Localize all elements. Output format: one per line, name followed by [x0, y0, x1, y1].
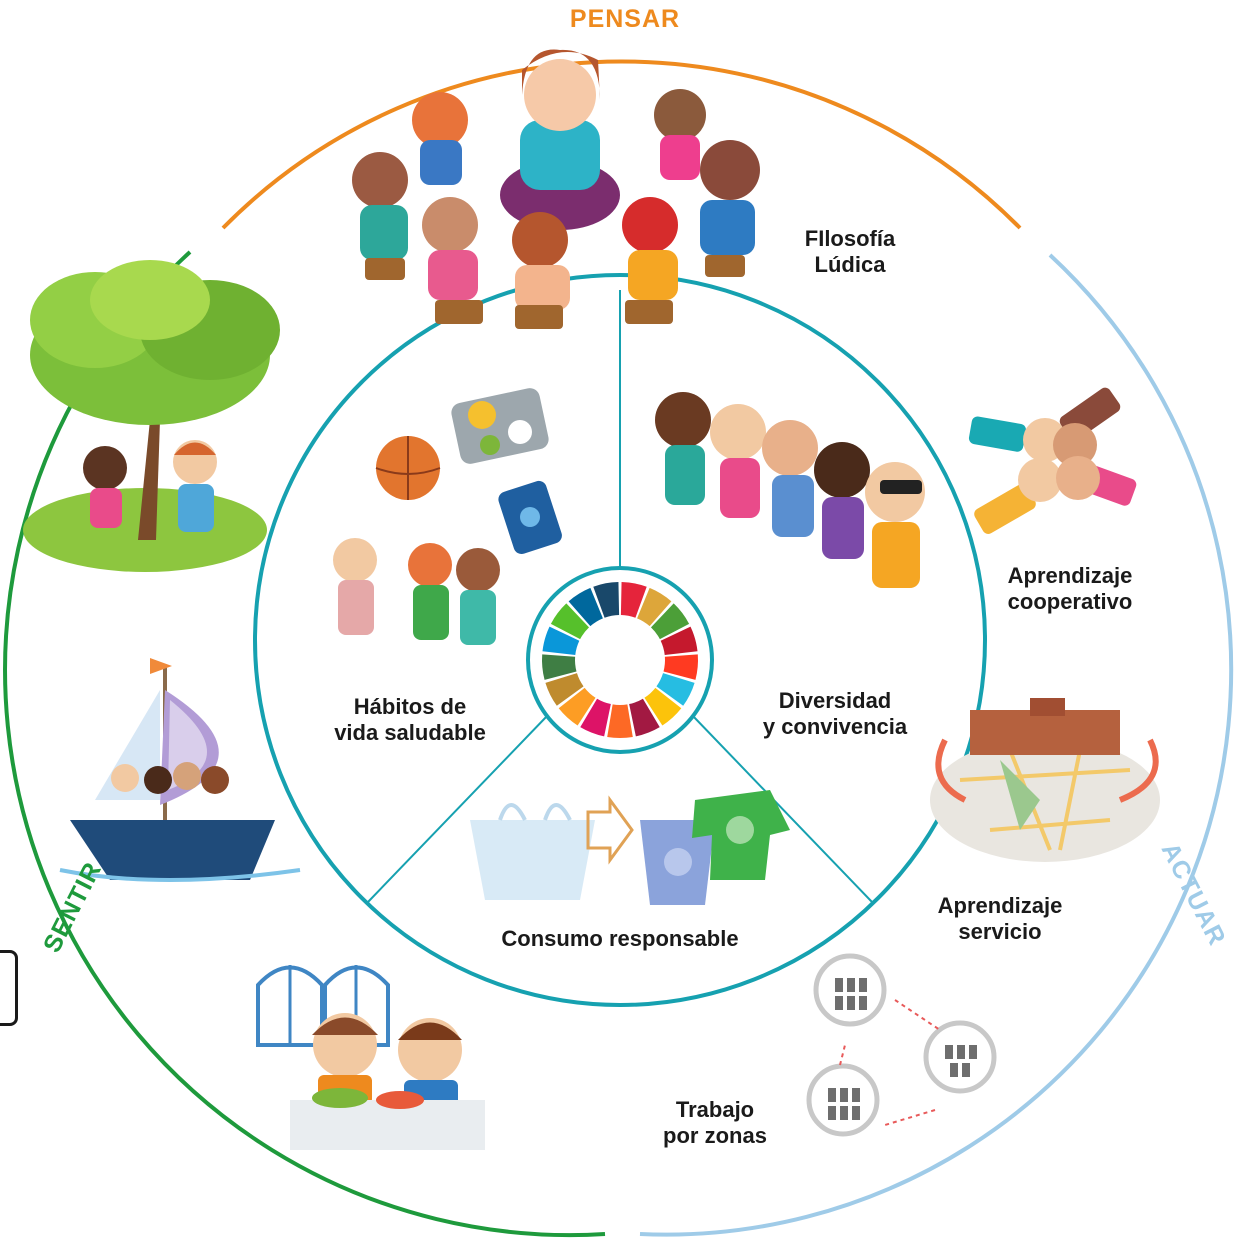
label-zonas-line1: Trabajo — [675, 1097, 755, 1122]
sdg-segment — [650, 603, 690, 640]
label-habitos-saludable: Hábitos de vida saludable — [320, 694, 500, 746]
label-aprendizaje-servicio: Aprendizaje servicio — [915, 893, 1085, 945]
sdg-segment — [656, 673, 695, 706]
actuar-arc — [639, 253, 1234, 1237]
sdg-segment — [620, 582, 647, 618]
label-habitos-line1: Hábitos de — [353, 694, 467, 719]
children-under-tree-illustration — [23, 260, 280, 572]
label-cooperativo-line1: Aprendizaje — [1007, 563, 1133, 588]
school-map-icon — [930, 698, 1160, 862]
label-diversidad-line2: y convivencia — [762, 714, 908, 739]
label-diversidad-line1: Diversidad — [778, 688, 892, 713]
sdg-segment — [568, 587, 603, 627]
label-filosofia-line2: Lúdica — [814, 252, 886, 277]
label-consumo-responsable: Consumo responsable — [501, 926, 739, 951]
sdg-segment — [637, 587, 672, 627]
divider-right — [691, 714, 873, 903]
label-servicio-line1: Aprendizaje — [937, 893, 1063, 918]
label-habitos-line2: vida saludable — [334, 720, 486, 745]
children-sailboat-illustration — [59, 658, 301, 882]
partial-frame — [0, 950, 18, 1026]
sdg-segment — [542, 654, 577, 680]
sdg-segment — [542, 626, 580, 655]
sdg-segment — [660, 626, 698, 655]
sdg-segment — [644, 687, 682, 726]
fist-bump-hands-icon — [968, 387, 1137, 534]
sdg-wheel-icon — [542, 582, 698, 738]
label-servicio-line2: servicio — [958, 919, 1042, 944]
sdg-segment — [593, 582, 620, 618]
sdg-segment — [607, 704, 633, 738]
label-cooperativo-line2: cooperativo — [1007, 589, 1133, 614]
label-filosofia-ludica: FIlosofía Lúdica — [780, 226, 920, 278]
diverse-children-illustration — [655, 392, 925, 588]
sentir-arc — [3, 250, 606, 1238]
sdg-segment — [580, 698, 611, 737]
bag-to-reusable-illustration — [470, 790, 790, 905]
pensar-title: PENSAR — [569, 5, 681, 33]
children-eating-illustration — [256, 965, 485, 1150]
label-zonas-line2: por zonas — [663, 1123, 767, 1148]
sdg-segment — [629, 698, 660, 737]
group-zones-icon — [806, 953, 997, 1137]
healthy-habits-illustration — [333, 388, 562, 645]
inner-ring — [253, 273, 987, 1007]
label-trabajo-zonas: Trabajo por zonas — [640, 1097, 790, 1149]
divider-left — [367, 714, 549, 903]
label-filosofia-line1: FIlosofía — [804, 226, 896, 251]
sdg-segment — [663, 654, 698, 680]
sdg-segment — [545, 673, 584, 706]
pensar-arc — [221, 59, 1022, 230]
children-circle-teacher-illustration — [352, 49, 760, 329]
sdg-segment — [550, 603, 590, 640]
sdg-segment — [558, 687, 596, 726]
label-aprendizaje-cooperativo: Aprendizaje cooperativo — [985, 563, 1155, 615]
label-diversidad-convivencia: Diversidad y convivencia — [745, 688, 925, 740]
